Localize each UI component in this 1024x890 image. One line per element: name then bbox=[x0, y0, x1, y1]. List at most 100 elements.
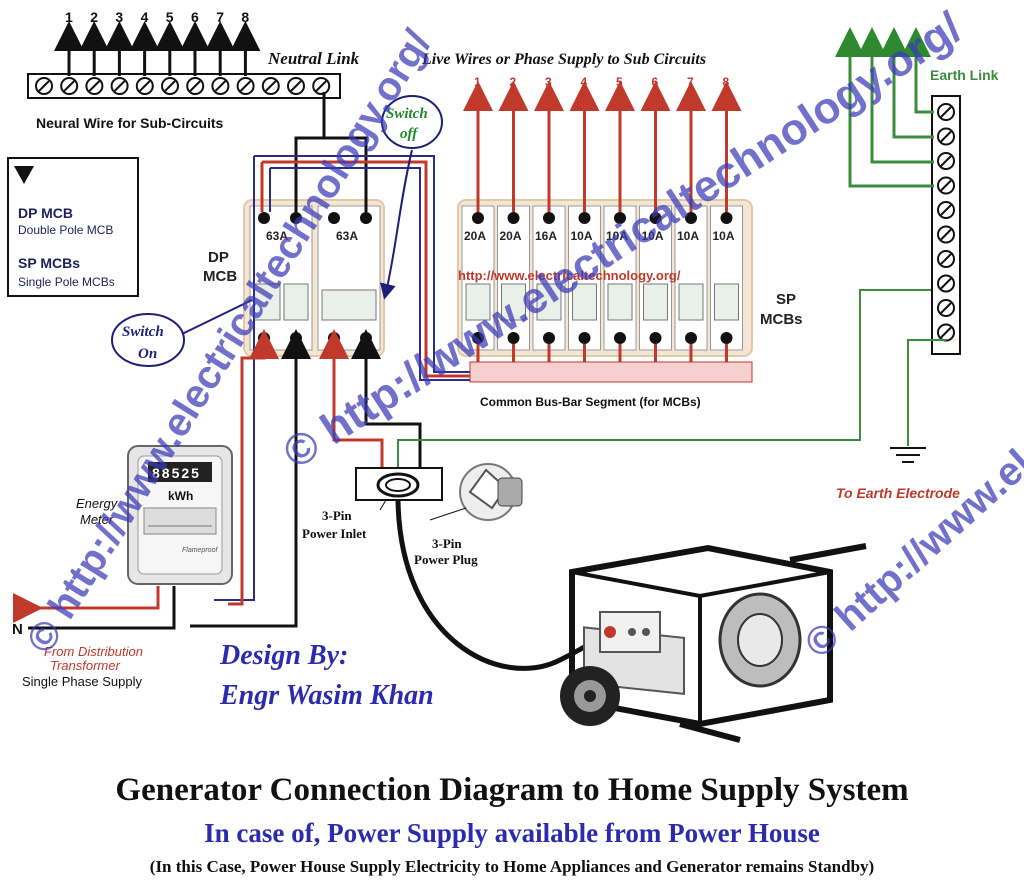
bus-frame-red bbox=[262, 160, 470, 378]
bus-frame-outer bbox=[254, 155, 470, 373]
switch-off-callout: Switch off bbox=[380, 95, 443, 300]
live-output-number: 2 bbox=[510, 75, 517, 89]
busbar-label: Common Bus-Bar Segment (for MCBs) bbox=[480, 395, 701, 409]
earth-link: Earth Link To Earth Electrode bbox=[835, 27, 999, 501]
live-output-number: 3 bbox=[545, 75, 552, 89]
supply-neutral-wire bbox=[28, 586, 176, 630]
supply-from-2: Transformer bbox=[50, 658, 120, 673]
legend-dp-desc: Double Pole MCB bbox=[18, 223, 113, 237]
supply-phase-wire bbox=[13, 586, 160, 623]
screw-icon bbox=[35, 77, 53, 95]
sp-mcb: 16A bbox=[532, 205, 566, 364]
earth-output-arrow bbox=[857, 27, 934, 164]
screw-icon bbox=[161, 77, 179, 95]
earth-outputs bbox=[835, 27, 934, 188]
sp-mcb: 10A bbox=[603, 205, 637, 364]
footer-subtitle: In case of, Power Supply available from … bbox=[204, 818, 820, 848]
neutral-output-number: 3 bbox=[115, 9, 123, 25]
sp-mcb-rating: 10A bbox=[606, 229, 628, 243]
legend-sp-desc: Single Pole MCBs bbox=[18, 275, 115, 289]
legend-box bbox=[7, 157, 139, 297]
neutral-link-feed bbox=[294, 92, 326, 212]
legend-dp-title: DP MCB bbox=[18, 205, 73, 221]
live-output-number: 4 bbox=[581, 75, 588, 89]
plug-label-2: Power Plug bbox=[414, 552, 478, 567]
inlet-label-1: 3-Pin bbox=[322, 508, 352, 523]
sp-mcb-rating: 10A bbox=[713, 229, 735, 243]
meter-digits: 88525 bbox=[152, 465, 201, 481]
dp-mcb-generator: 63A bbox=[317, 205, 381, 351]
sp-mcb: 10A bbox=[710, 205, 743, 364]
legend-marker-icon bbox=[14, 166, 34, 184]
earth-link-title: Earth Link bbox=[930, 67, 999, 83]
screw-icon bbox=[135, 77, 154, 95]
sp-mcb-rating: 16A bbox=[535, 229, 557, 243]
neutral-link-title: Neutral Link bbox=[267, 49, 360, 68]
design-by-line2: Engr Wasim Khan bbox=[219, 680, 434, 711]
meter-unit: kWh bbox=[168, 489, 193, 503]
screw-icon bbox=[937, 201, 955, 219]
supply-type: Single Phase Supply bbox=[22, 674, 142, 689]
inlet-live bbox=[319, 329, 384, 470]
plug-label-1: 3-Pin bbox=[432, 536, 462, 551]
switch-on-callout: Switch On bbox=[111, 299, 253, 367]
design-by-line1: Design By: bbox=[219, 640, 348, 671]
switch-on-line2: On bbox=[138, 346, 157, 362]
sp-mcb-rating: 10A bbox=[642, 229, 664, 243]
ground-icon bbox=[890, 447, 926, 463]
supply-n: N bbox=[12, 621, 23, 638]
supply-labels: P N From Distribution Transformer Single… bbox=[12, 601, 143, 689]
screw-icon bbox=[85, 77, 104, 95]
sp-mcb: 20A bbox=[497, 205, 530, 364]
sp-panel-url: http://www.electricaltechnology.org/ bbox=[458, 268, 681, 283]
earth-output-arrow bbox=[879, 27, 934, 139]
earth-link-screws bbox=[937, 103, 955, 342]
neutral-link-caption: Neural Wire for Sub-Circuits bbox=[36, 115, 224, 131]
dp-mcb-label-2: MCB bbox=[203, 268, 237, 285]
sp-mcb: 10A bbox=[568, 205, 601, 364]
neutral-meter-to-dp bbox=[190, 329, 311, 628]
sp-mcb-rating: 20A bbox=[464, 229, 486, 243]
sp-mcb: 10A bbox=[639, 205, 672, 364]
supply-from-1: From Distribution bbox=[44, 644, 143, 659]
screw-icon bbox=[211, 77, 230, 95]
live-output-number: 8 bbox=[723, 75, 730, 89]
live-output-number: 1 bbox=[474, 75, 481, 89]
sp-mcb-rating: 20A bbox=[500, 229, 522, 243]
neutral-output-number: 1 bbox=[65, 9, 73, 25]
live-output-number: 6 bbox=[652, 75, 659, 89]
screw-icon bbox=[236, 77, 255, 95]
live-wires-title: Live Wires or Phase Supply to Sub Circui… bbox=[421, 51, 706, 68]
neutral-output-number: 4 bbox=[141, 9, 149, 25]
screw-icon bbox=[937, 250, 955, 268]
sp-mcb-rating: 10A bbox=[571, 229, 593, 243]
dp-rating-2: 63A bbox=[336, 229, 358, 243]
screw-icon bbox=[937, 323, 955, 342]
generator-cable bbox=[395, 499, 611, 671]
power-inlet: 3-Pin Power Inlet bbox=[302, 467, 443, 541]
neutral-output-number: 5 bbox=[166, 9, 174, 25]
energy-meter: 88525 kWh Flameproof Energy Meter bbox=[76, 445, 233, 585]
screw-icon bbox=[60, 77, 79, 95]
supply-p: P bbox=[12, 601, 22, 618]
earth-output-arrow bbox=[835, 27, 934, 188]
screw-icon bbox=[937, 103, 955, 121]
common-busbar bbox=[469, 361, 753, 383]
screw-icon bbox=[287, 77, 305, 95]
meter-brand: Flameproof bbox=[182, 547, 218, 554]
switch-off-line2: off bbox=[400, 126, 419, 142]
earth-electrode-label: To Earth Electrode bbox=[836, 485, 960, 501]
power-plug: 3-Pin Power Plug bbox=[414, 463, 523, 567]
generator-icon bbox=[560, 543, 867, 743]
screw-icon bbox=[937, 152, 955, 170]
dp-rating-1: 63A bbox=[266, 229, 288, 243]
earth-electrode-wire bbox=[907, 339, 946, 446]
neutral-output-number: 8 bbox=[241, 9, 249, 25]
screw-icon bbox=[937, 176, 955, 195]
